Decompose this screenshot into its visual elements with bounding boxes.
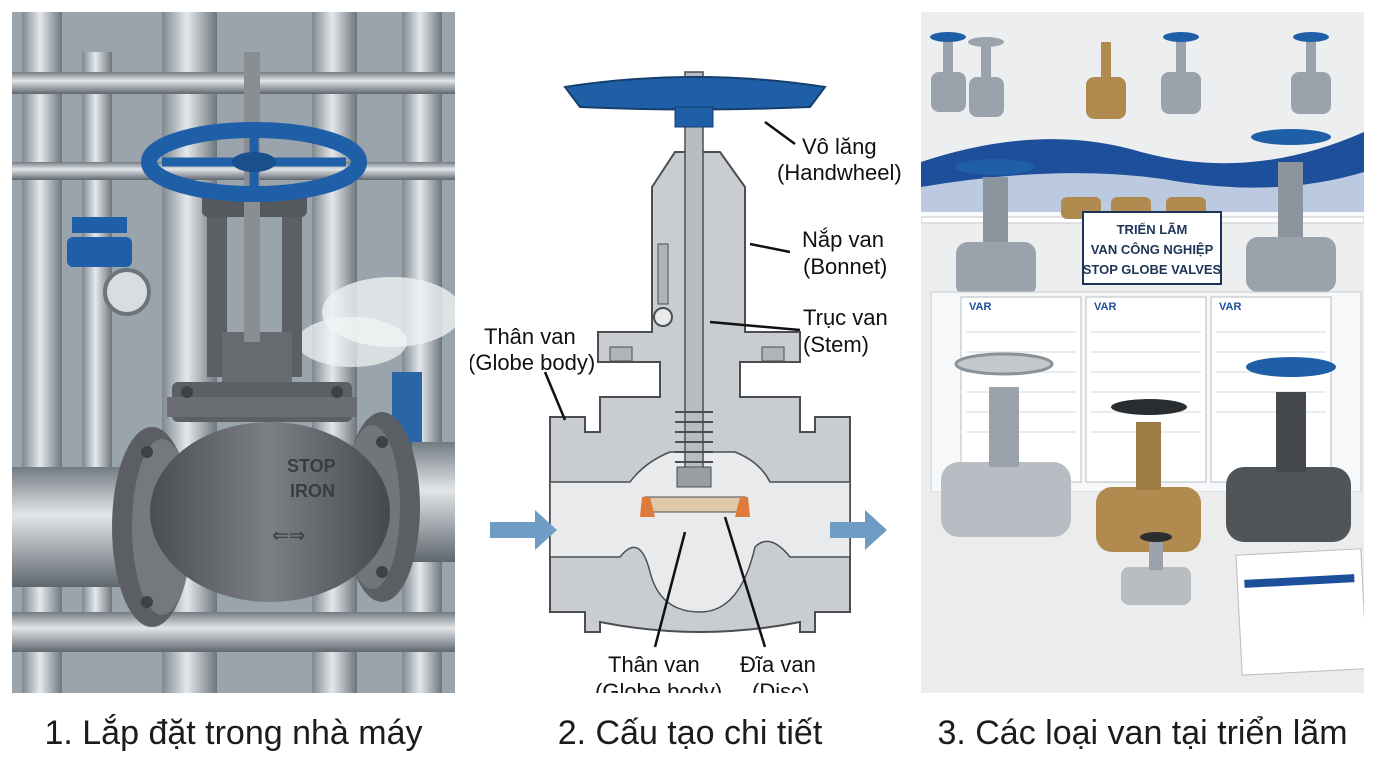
label-handwheel-en: (Handwheel) bbox=[777, 160, 902, 185]
installation-photo: STOP IRON ⇐⇒ bbox=[12, 12, 455, 693]
label-stem-vi: Trục van bbox=[803, 305, 888, 330]
middle-valve-row bbox=[955, 129, 1336, 297]
caption-installation: 1. Lắp đặt trong nhà máy bbox=[44, 714, 423, 752]
stem-collar bbox=[676, 466, 712, 488]
caption-structure: 2. Cấu tạo chi tiết bbox=[557, 714, 823, 752]
label-handwheel-vi: Vô lăng bbox=[802, 134, 877, 159]
valve-cross-section: Vô lăng (Handwheel) Nắp van (Bonnet) Trụ… bbox=[470, 71, 902, 693]
label-bonnet-en: (Bonnet) bbox=[803, 254, 887, 279]
cast-iron-valve bbox=[1226, 357, 1351, 542]
leader-lines bbox=[543, 120, 801, 648]
casting-text-iron: IRON bbox=[290, 481, 335, 501]
brand-logo-1: VAR bbox=[969, 301, 991, 313]
flow-passage bbox=[549, 451, 851, 613]
label-bonnet-vi: Nắp van bbox=[802, 227, 884, 252]
label-disc-vi: Đĩa van bbox=[740, 652, 816, 677]
small-threaded-valve bbox=[1121, 532, 1191, 605]
exhibition-photo: TRIỂN LÃM VAN CÔNG NGHIỆP STOP GLOBE VAL… bbox=[921, 12, 1364, 693]
label-globe-body-lower-vi: Thân van bbox=[608, 652, 700, 677]
brochure-header-bar bbox=[1244, 574, 1355, 588]
exhibition-illustration: TRIỂN LÃM VAN CÔNG NGHIỆP STOP GLOBE VAL… bbox=[921, 12, 1364, 693]
stainless-valve bbox=[941, 352, 1071, 537]
handwheel-hub bbox=[674, 106, 714, 128]
sign-line-1: TRIỂN LÃM bbox=[1117, 222, 1188, 237]
brand-logo-3: VAR bbox=[1219, 301, 1241, 313]
label-stem-en: (Stem) bbox=[803, 332, 869, 357]
brochure bbox=[1235, 548, 1364, 676]
seat-left bbox=[640, 497, 655, 517]
cutaway-diagram: Vô lăng (Handwheel) Nắp van (Bonnet) Trụ… bbox=[470, 12, 910, 693]
top-valve-row bbox=[930, 32, 1331, 119]
flow-in-arrow bbox=[490, 510, 557, 550]
gland-eye bbox=[653, 307, 673, 327]
flow-out-arrow bbox=[830, 510, 887, 550]
sign-line-3: STOP GLOBE VALVES bbox=[1083, 262, 1222, 277]
brand-logo-2: VAR bbox=[1094, 301, 1116, 313]
sign-line-2: VAN CÔNG NGHIỆP bbox=[1091, 242, 1214, 257]
label-disc-en: (Disc) bbox=[752, 679, 809, 693]
gland-bolt bbox=[657, 243, 669, 305]
body-bolt-left bbox=[609, 346, 633, 362]
handwheel-shape bbox=[563, 76, 827, 111]
spring-shape bbox=[675, 411, 713, 463]
disc-shape bbox=[644, 496, 746, 513]
exhibition-sign bbox=[1082, 211, 1222, 285]
casting-text-stop: STOP bbox=[287, 456, 336, 476]
seat-right bbox=[735, 497, 750, 517]
label-globe-body-upper-en: (Globe body) bbox=[470, 350, 595, 375]
body-bolt-right bbox=[761, 346, 785, 362]
backdrop-wave-light bbox=[921, 172, 1364, 217]
label-globe-body-lower-en: (Globe body) bbox=[595, 679, 722, 693]
caption-exhibition: 3. Các loại van tại triển lãm bbox=[937, 714, 1348, 752]
brass-valve bbox=[1096, 399, 1201, 552]
label-globe-body-upper-vi: Thân van bbox=[484, 324, 576, 349]
flow-direction-icon: ⇐⇒ bbox=[272, 525, 306, 547]
installation-illustration: STOP IRON ⇐⇒ bbox=[12, 12, 455, 693]
